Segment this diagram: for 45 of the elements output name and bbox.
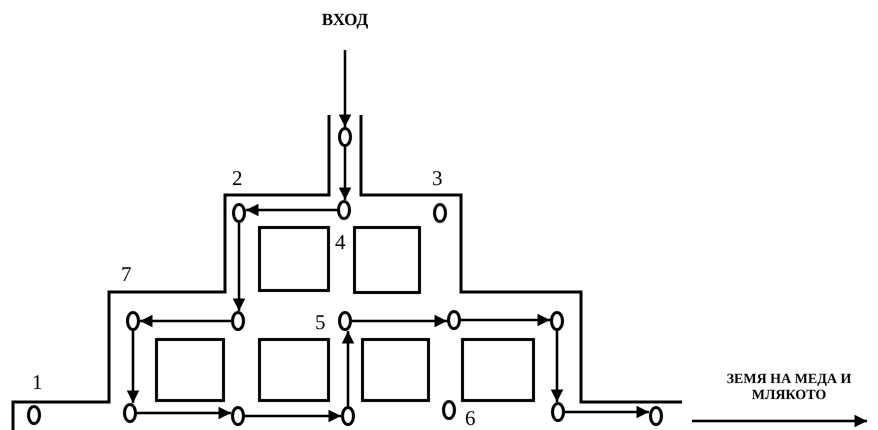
junction-circle [232,203,246,223]
arrow [140,314,231,328]
junction-circle [447,310,461,330]
junction-circle [231,311,245,331]
arrow [692,414,867,428]
arrow [550,331,564,402]
junction-circle [231,406,245,426]
callout-number: 5 [315,312,326,333]
arrow [137,406,231,420]
wall-block [155,338,225,402]
callout-number: 3 [432,168,442,189]
arrow [245,410,341,422]
junction-circle [433,203,447,223]
junction-circle [341,406,355,426]
arrow [342,331,354,406]
callout-number: 1 [32,372,42,393]
callout-number: 2 [232,168,242,189]
junction-circle [649,406,663,426]
place-label: ЗЕМЯ НА МЕДА И МЛЯКОТО [700,372,878,421]
junction-circle [27,405,41,425]
arrow [565,406,649,418]
callout-number: 4 [335,232,346,253]
arrow [126,331,140,403]
junction-circle [338,127,352,147]
wall-block [361,338,430,402]
junction-circle [337,200,351,220]
junction-circle [442,400,456,420]
junction-circle [123,403,137,423]
arrow [232,223,246,311]
arrow [338,147,352,200]
arrow [461,314,550,326]
junction-circle [338,311,352,331]
place-label: ВХОД [300,10,390,50]
wall-block [353,226,421,294]
arrow [338,50,352,127]
wall-block [258,338,330,402]
arrow [246,204,337,216]
junction-circle [550,311,564,331]
wall-block [258,226,330,292]
arrow [352,314,447,328]
junction-circle [126,311,140,331]
junction-circle [551,402,565,422]
callout-number: 7 [121,264,132,285]
wall-block [461,338,535,402]
callout-number: 6 [465,408,476,429]
